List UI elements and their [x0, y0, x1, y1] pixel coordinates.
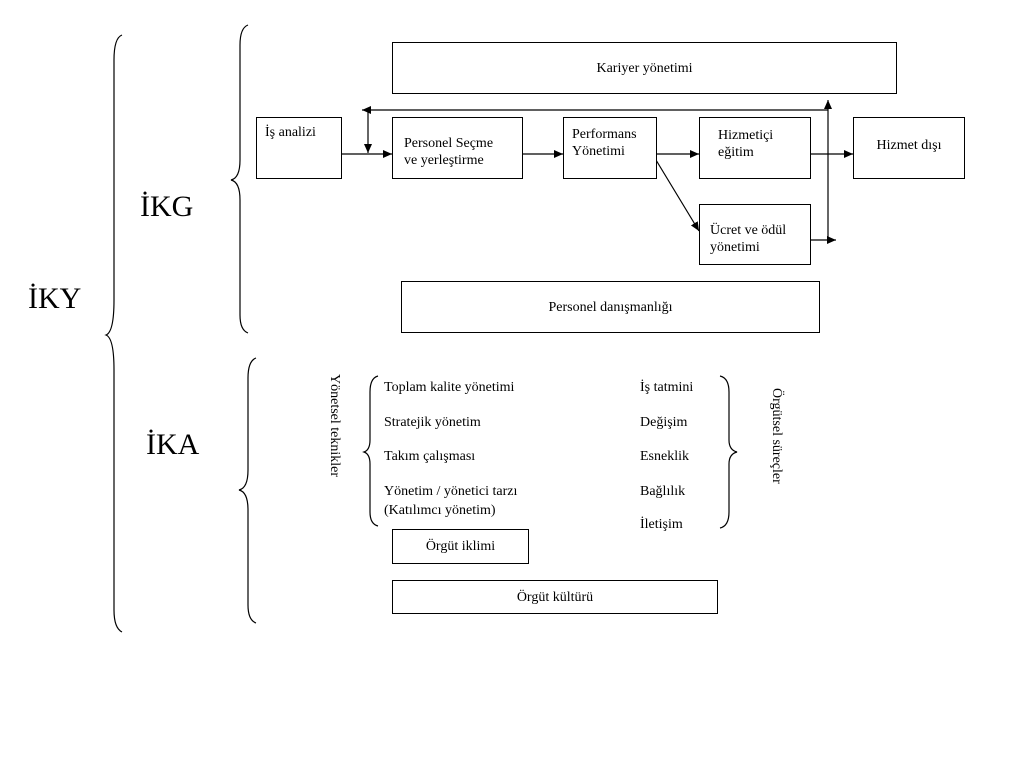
orgutsel-brace: [719, 375, 738, 529]
ika-brace: [238, 357, 257, 624]
hizmetici-line2: eğitim: [718, 145, 754, 160]
personel-danismanligi-label: Personel danışmanlığı: [548, 299, 673, 315]
kariyer-yonetimi-box: Kariyer yönetimi: [392, 42, 897, 94]
is-analizi-box: İş analizi: [256, 117, 342, 179]
yonetsel-teknikler-label: Yönetsel teknikler: [327, 374, 342, 478]
hizmet-disi-box: Hizmet dışı: [853, 117, 965, 179]
personel-secme-line2: ve yerleştirme: [404, 153, 484, 168]
kariyer-yonetimi-label: Kariyer yönetimi: [596, 60, 693, 76]
performans-line2: Yönetimi: [572, 144, 625, 159]
ucret-odul-box: Ücret ve ödül yönetimi: [699, 204, 811, 265]
personel-secme-line1: Personel Seçme: [404, 136, 494, 151]
performans-line1: Performans: [572, 127, 637, 142]
orgutsel-item-2: Değişim: [640, 415, 688, 430]
ikg-brace: [230, 24, 249, 334]
orgut-kulturu-label: Örgüt kültürü: [516, 589, 594, 605]
yonetsel-brace: [362, 375, 379, 527]
hizmetici-line1: Hizmetiçi: [718, 128, 774, 143]
orgutsel-item-5: İletişim: [640, 517, 683, 532]
hizmet-disi-label: Hizmet dışı: [876, 137, 942, 153]
performans-box: Performans Yönetimi: [563, 117, 657, 179]
yonetsel-item-3: Takım çalışması: [384, 449, 476, 464]
ucret-line2: yönetimi: [710, 240, 760, 255]
is-analizi-label: İş analizi: [265, 125, 316, 140]
ikg-label: İKG: [140, 190, 194, 223]
yonetsel-item-1: Toplam kalite yönetimi: [384, 380, 515, 395]
orgutsel-item-1: İş tatmini: [640, 380, 694, 395]
yonetsel-item-5: (Katılımcı yönetim): [384, 503, 496, 518]
personel-secme-box: Personel Seçme ve yerleştirme: [392, 117, 523, 179]
orgutsel-item-3: Esneklik: [640, 449, 689, 464]
personel-danismanligi-box: Personel danışmanlığı: [401, 281, 820, 333]
orgut-kulturu-box: Örgüt kültürü: [392, 580, 718, 614]
yonetsel-item-2: Stratejik yönetim: [384, 415, 481, 430]
orgutsel-surecler-label: Örgütsel süreçler: [769, 388, 784, 484]
iky-label: İKY: [28, 282, 82, 315]
iky-brace: [104, 34, 123, 633]
orgutsel-item-4: Bağlılık: [640, 484, 686, 499]
orgut-iklimi-label: Örgüt iklimi: [425, 539, 496, 554]
yonetsel-item-4: Yönetim / yönetici tarzı: [384, 484, 518, 499]
hizmetici-egitim-box: Hizmetiçi eğitim: [699, 117, 811, 179]
arrow-performans-ucret: [655, 159, 700, 232]
orgut-iklimi-box: Örgüt iklimi: [392, 529, 529, 564]
ika-label: İKA: [146, 428, 200, 461]
ucret-line1: Ücret ve ödül: [710, 223, 787, 238]
